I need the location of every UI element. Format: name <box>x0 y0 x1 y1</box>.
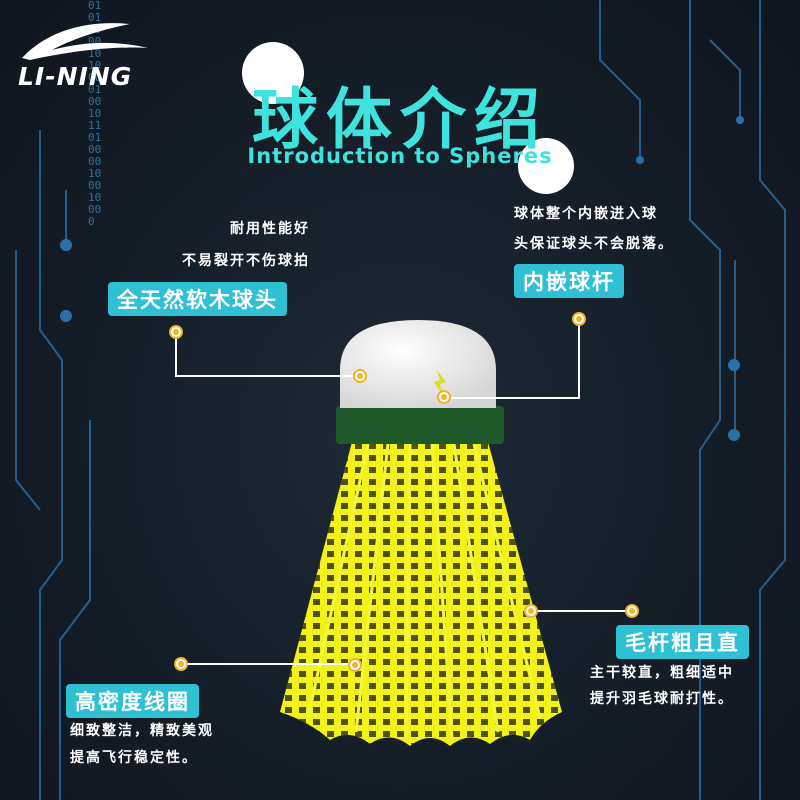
callout-dot <box>625 604 639 618</box>
decor-circle-bottom <box>518 138 574 194</box>
thread-badge: 高密度线圈 <box>66 684 199 718</box>
shaft-badge: 内嵌球杆 <box>514 264 624 298</box>
callout-dot <box>169 325 183 339</box>
callout-dot <box>348 658 362 672</box>
thread-desc-line1: 细致整洁，精致美观 <box>70 723 214 739</box>
brand-logo: LI-NING <box>18 18 153 91</box>
callout-dot <box>524 604 538 618</box>
head-desc-line1: 耐用性能好 <box>230 221 310 237</box>
thread-desc-line2: 提高飞行稳定性。 <box>70 750 198 766</box>
badminton-shuttlecock-icon <box>280 320 562 746</box>
logo-text: LI-NING <box>18 62 133 91</box>
head-desc-line2: 不易裂开不伤球拍 <box>182 253 310 269</box>
connector-line <box>444 397 580 399</box>
shaft-desc-line1: 球体整个内嵌进入球 <box>514 206 658 222</box>
connector-line <box>181 663 355 665</box>
head-badge: 全天然软木球头 <box>108 282 287 316</box>
shaft-desc-line2: 头保证球头不会脱落。 <box>514 236 674 252</box>
connector-line <box>175 332 177 376</box>
feather-desc-line1: 主干较直，粗细适中 <box>590 665 734 681</box>
feather-badge: 毛杆粗且直 <box>616 625 749 659</box>
callout-dot <box>174 657 188 671</box>
connector-line <box>531 610 632 612</box>
binary-code-strip: 0101000010100001001011010000100010000 <box>88 0 102 228</box>
page-subtitle: Introduction to Spheres <box>247 144 553 168</box>
page-title: 球体介绍 <box>252 81 548 158</box>
callout-dot <box>437 390 451 404</box>
connector-line <box>175 375 360 377</box>
callout-dot <box>353 369 367 383</box>
callout-dot <box>572 312 586 326</box>
decor-circle-top <box>242 42 304 104</box>
feather-desc-line2: 提升羽毛球耐打性。 <box>590 691 734 707</box>
li-ning-swoosh-icon <box>22 23 148 60</box>
connector-line <box>578 319 580 398</box>
